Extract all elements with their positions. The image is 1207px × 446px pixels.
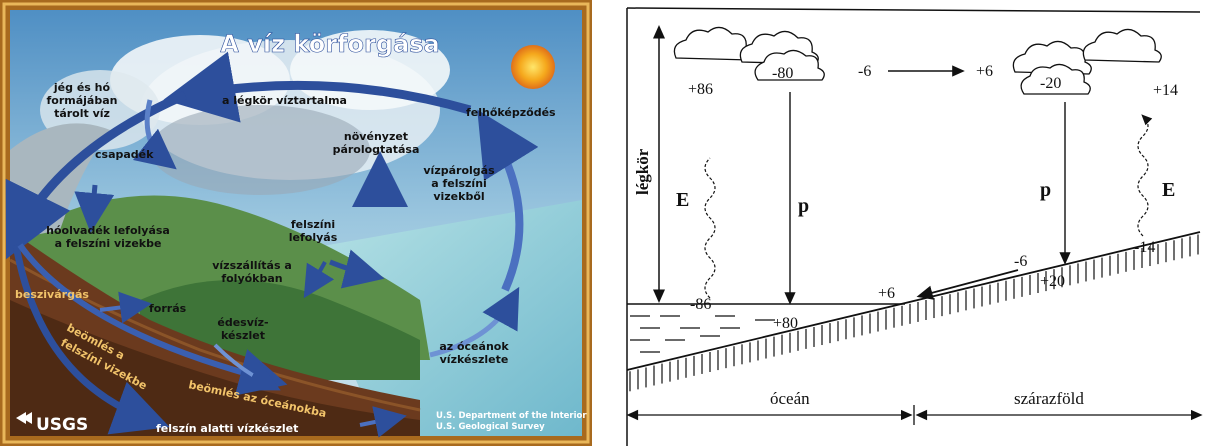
ground-slope <box>626 231 1201 371</box>
runoff-ocean-value: +6 <box>878 285 895 302</box>
illustration-title: A víz körforgása <box>220 30 439 58</box>
groundwater-arrow <box>12 244 170 435</box>
ocean-storage-line2: vízkészlete <box>440 353 509 366</box>
credit-line1: U.S. Department of the Interior <box>436 411 587 421</box>
transpiration-line1: növényzet <box>344 130 408 143</box>
land-label: szárazföld <box>1014 389 1084 408</box>
transport-right-value: +6 <box>976 63 993 80</box>
evap-land-top-value: +14 <box>1153 82 1178 99</box>
ocean-label: óceán <box>770 389 810 408</box>
evap-ocean-bottom-value: -86 <box>690 296 711 313</box>
ocean-water-dashes <box>630 315 775 353</box>
surface-runoff-line2: lefolyás <box>289 231 338 244</box>
atmosphere-arrow <box>163 51 472 123</box>
precip-land-cloud-value: -20 <box>1040 75 1061 92</box>
cloud-formation-label: felhőképződés <box>466 106 556 119</box>
credit-line2: U.S. Geological Survey <box>436 422 545 432</box>
ocean-evaporation-E: E <box>676 189 689 211</box>
freshwater-line1: édesvíz- <box>217 316 268 329</box>
ocean-precipitation-p: p <box>798 195 809 217</box>
evaporation-line1: vízpárolgás <box>423 164 495 177</box>
surface-runoff-line1: felszíni <box>291 218 335 231</box>
ground-hatching <box>629 234 1199 392</box>
evaporation-line3: vizekből <box>433 190 484 203</box>
clouds <box>673 26 1162 95</box>
usgs-logo-text: USGS <box>36 415 88 435</box>
ice-snow-line2: formájában <box>47 94 118 107</box>
ocean-storage-line1: az óceánok <box>439 340 509 353</box>
atmosphere-label: légkör <box>633 148 652 195</box>
freshwater-line2: készlet <box>221 329 265 342</box>
snowmelt-line2: a felszíni vizekbe <box>55 237 162 250</box>
precip-ocean-cloud-value: -80 <box>772 65 793 82</box>
infiltration-label: beszivárgás <box>15 288 89 301</box>
river-transport-line2: folyókban <box>221 272 282 285</box>
atmosphere-water-label: a légkör víztartalma <box>222 94 347 107</box>
land-evaporation-arrow <box>1137 114 1153 237</box>
groundwater-label: felszín alatti vízkészlet <box>156 422 298 435</box>
evap-land-bottom-value: -14 <box>1134 239 1155 256</box>
sun-icon <box>511 45 555 89</box>
ice-snow-line3: tárolt víz <box>54 107 110 120</box>
land-precipitation-p: p <box>1040 179 1051 201</box>
usgs-logo: USGS <box>16 412 88 435</box>
water-cycle-illustration: A víz körforgása jég és hó formájában tá… <box>0 0 592 446</box>
spring-label: forrás <box>149 302 187 315</box>
evaporation-arrow <box>477 109 539 292</box>
precipitation-arrow <box>5 90 187 260</box>
precip-land-surface-value: +20 <box>1040 273 1065 290</box>
runoff-land-value: -6 <box>1014 253 1027 270</box>
precipitation-label: csapadék <box>95 148 154 161</box>
precip-ocean-surface-value: +80 <box>773 315 798 332</box>
transport-left-value: -6 <box>858 63 871 80</box>
evap-ocean-top-value: +86 <box>688 81 713 98</box>
ice-snow-line1: jég és hó <box>53 81 111 94</box>
runoff-arrow <box>916 269 1019 300</box>
river-transport-line1: vízszállítás a <box>212 259 292 272</box>
land-evaporation-E: E <box>1162 179 1175 201</box>
water-balance-diagram: légkör +86 -86 -80 +80 <box>612 0 1207 446</box>
snowmelt-line1: hóolvadék lefolyása <box>46 224 170 237</box>
transpiration-line2: párologtatása <box>333 143 420 156</box>
evaporation-line2: a felszíni <box>431 177 487 190</box>
